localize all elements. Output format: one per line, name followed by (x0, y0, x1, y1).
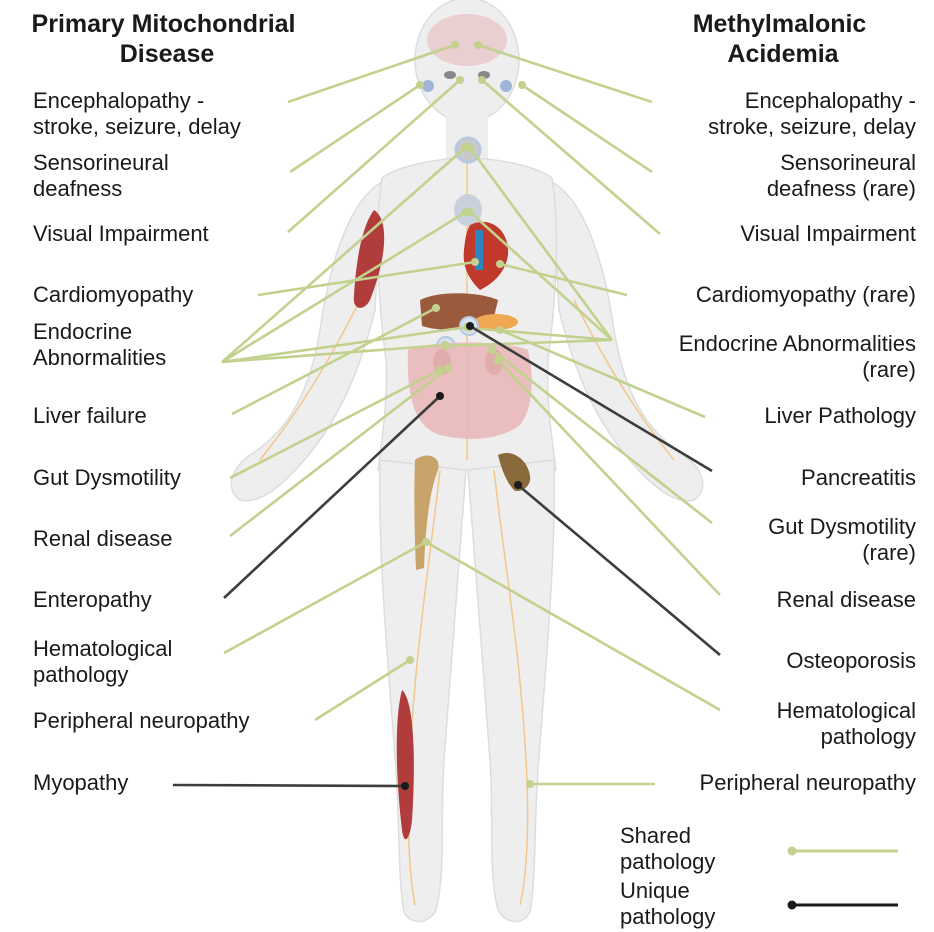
right-connector-dot (494, 356, 502, 364)
right-label-visual-impairment: Visual Impairment (740, 221, 916, 246)
left-connector-dot (444, 364, 452, 372)
right-labels: Encephalopathy -stroke, seizure, delay S… (679, 88, 916, 795)
right-label-osteoporosis: Osteoporosis (786, 648, 916, 673)
left-connector-dot (416, 81, 424, 89)
left-connector-dot (406, 656, 414, 664)
right-label-peripheral-neuropathy: Peripheral neuropathy (700, 770, 916, 795)
left-connector-dot (451, 41, 459, 49)
left-connector-dot (456, 76, 464, 84)
legend-shared-dot (788, 847, 797, 856)
brain (427, 14, 507, 66)
right-connector-dot (514, 481, 522, 489)
right-title: Methylmalonic Acidemia (693, 10, 874, 68)
intestines (408, 343, 532, 439)
left-label-peripheral-neuropathy: Peripheral neuropathy (33, 708, 249, 733)
left-connector-dot (401, 782, 409, 790)
right-connector-dot (466, 322, 474, 330)
left-connector-dot (432, 304, 440, 312)
left-label-encephalopathy: Encephalopathy -stroke, seizure, delay (33, 88, 241, 139)
right-label-renal-disease: Renal disease (777, 587, 916, 612)
right-connector-dot (442, 342, 450, 350)
right-label-endocrine-abnormalities: Endocrine Abnormalities(rare) (679, 331, 916, 382)
left-labels: Encephalopathy -stroke, seizure, delay S… (33, 88, 249, 795)
left-label-gut-dysmotility: Gut Dysmotility (33, 465, 181, 490)
left-connector-line (173, 785, 405, 786)
right-connector-dot (496, 260, 504, 268)
right-label-pancreatitis: Pancreatitis (801, 465, 916, 490)
right-label-cardiomyopathy: Cardiomyopathy (rare) (696, 282, 916, 307)
left-eye (444, 71, 456, 79)
left-label-enteropathy: Enteropathy (33, 587, 152, 612)
right-label-gut-dysmotility: Gut Dysmotility(rare) (768, 514, 916, 565)
right-connector-dot (526, 780, 534, 788)
right-connector-dot (478, 76, 486, 84)
left-connector-dot (471, 258, 479, 266)
right-cochlea (500, 80, 512, 92)
legend-unique-dot (788, 901, 797, 910)
right-connector-dot (466, 208, 474, 216)
right-label-liver-pathology: Liver Pathology (764, 403, 916, 428)
right-connector-dot (466, 144, 474, 152)
right-connector-dot (496, 326, 504, 334)
right-connector-line (426, 542, 720, 710)
right-connector-line (522, 85, 652, 172)
left-connector-dot (436, 392, 444, 400)
right-connector-dot (488, 346, 496, 354)
right-label-encephalopathy: Encephalopathy -stroke, seizure, delay (708, 88, 916, 139)
left-label-cardiomyopathy: Cardiomyopathy (33, 282, 193, 307)
right-connector-dot (518, 81, 526, 89)
left-label-visual-impairment: Visual Impairment (33, 221, 209, 246)
right-connector-dot (474, 41, 482, 49)
left-title: Primary Mitochondrial Disease (32, 10, 303, 68)
left-label-renal-disease: Renal disease (33, 526, 172, 551)
left-label-myopathy: Myopathy (33, 770, 128, 795)
left-label-liver-failure: Liver failure (33, 403, 147, 428)
right-leg (468, 460, 554, 922)
pancreas (474, 314, 518, 330)
right-connector-dot (422, 538, 430, 546)
left-connector-line (290, 85, 420, 172)
